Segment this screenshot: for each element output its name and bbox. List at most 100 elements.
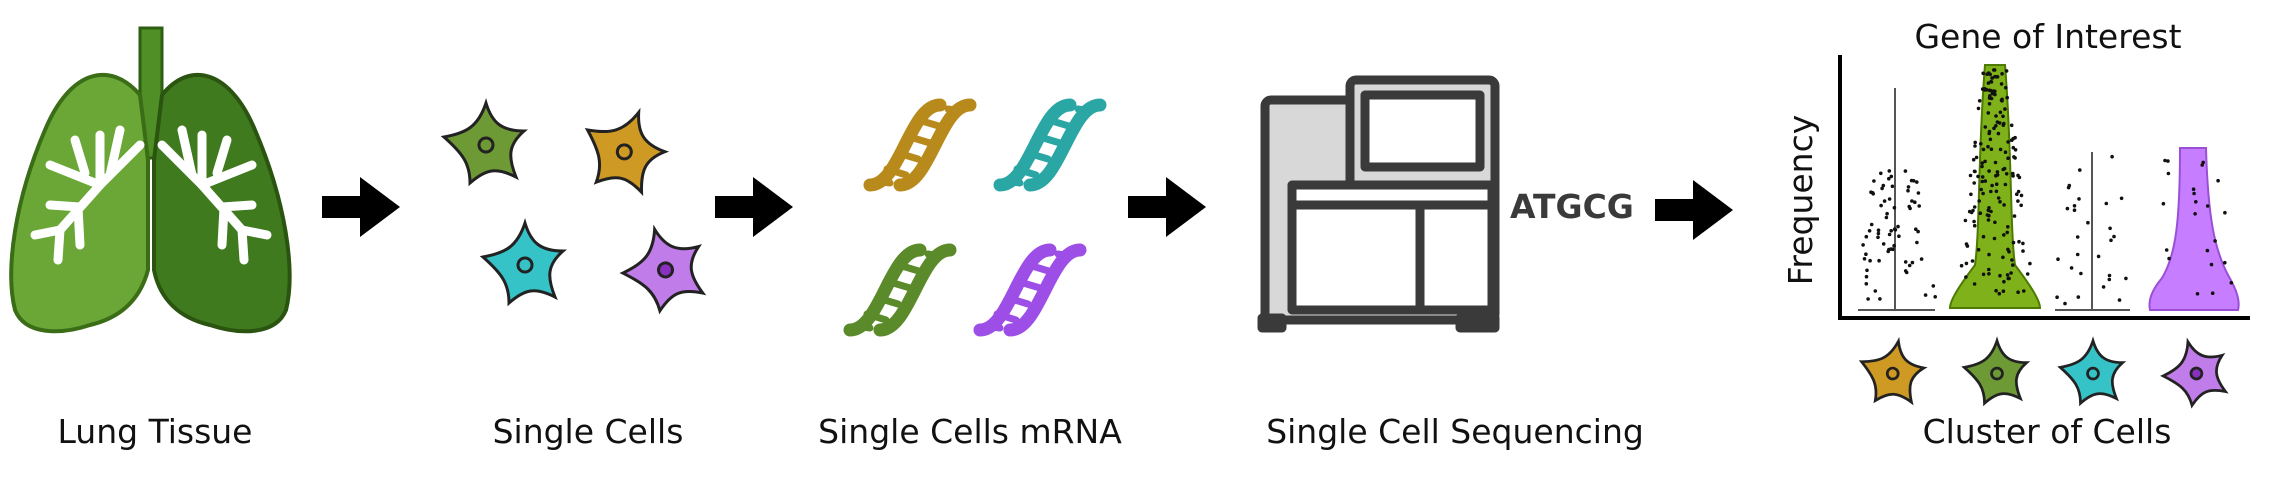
violin-dot: [2004, 69, 2009, 73]
violin-dot: [1867, 229, 1872, 233]
violin-dot: [1884, 215, 1889, 220]
violin-dot: [1994, 174, 1998, 178]
violin-plot: Gene of Interest Frequency: [1781, 17, 2250, 412]
violin-dot: [2028, 261, 2032, 266]
violin-dot: [2009, 123, 2014, 128]
violin-dot: [1864, 282, 1869, 286]
violin-dot: [1988, 88, 1993, 93]
violin-dot: [2166, 171, 2171, 176]
violin-dot: [1907, 204, 1911, 209]
violin-dot: [2016, 199, 2020, 203]
violin-dot: [1864, 252, 1868, 256]
violin-dot: [2017, 175, 2022, 180]
violin-dot: [1910, 260, 1915, 265]
violin-dot: [2078, 168, 2082, 172]
violin-dot: [1992, 236, 1997, 241]
violin-dot: [1995, 170, 2000, 174]
violin-dot: [2021, 249, 2025, 253]
violin-dot: [1965, 244, 1970, 248]
violin-dot: [1903, 169, 1908, 173]
violin-dot: [2019, 193, 2024, 198]
violin-dot: [2223, 260, 2227, 265]
violin-dot: [2015, 192, 2019, 196]
violin-dot: [1993, 220, 1997, 225]
violin-dot: [1992, 126, 1996, 131]
violin-dot: [1879, 203, 1883, 208]
violin-dot: [2209, 262, 2214, 267]
violin-dot: [1983, 87, 1987, 91]
violin-dot: [1986, 218, 1991, 222]
violin-dot: [1996, 196, 2001, 200]
violin-dot: [1906, 188, 1910, 193]
violin-dot: [2077, 197, 2081, 201]
mrna-group: [850, 105, 1100, 330]
violin-dot: [2164, 248, 2169, 252]
violin-dot: [2002, 233, 2006, 237]
violin-dot: [1865, 268, 1869, 273]
violin-dot: [2009, 271, 2013, 275]
violin-dot: [2069, 266, 2074, 270]
violin-dot: [1999, 98, 2004, 103]
violin-dot: [2012, 214, 2017, 218]
violin-dot: [2072, 204, 2077, 208]
violin-dot: [1987, 213, 1991, 218]
violin-dot: [2205, 248, 2210, 253]
violin-dot: [2192, 191, 2196, 196]
violin-dot: [1973, 144, 1977, 148]
violin-dot: [1897, 234, 1901, 238]
violin-dot: [1972, 219, 1976, 224]
violin-dot: [2006, 140, 2010, 144]
violin-dot: [2002, 203, 2006, 207]
violin-dot: [1981, 147, 1986, 152]
violin-dot: [1876, 228, 1881, 232]
violin-dot: [1880, 186, 1884, 191]
violin-dot: [1999, 82, 2004, 86]
violin-dot: [1959, 263, 1964, 268]
violin-dot: [1989, 189, 1993, 194]
violin-dot: [2001, 289, 2006, 294]
violin-dot: [1892, 227, 1897, 231]
violin-dot: [1990, 76, 1994, 80]
violin-dot: [1998, 200, 2002, 204]
violin-dot: [1988, 137, 1993, 142]
violin-dot: [2205, 204, 2210, 208]
violin-dot: [2006, 247, 2010, 252]
violin-dot: [1996, 131, 2001, 136]
violin-dot: [2013, 148, 2018, 152]
violin-dot: [1987, 169, 1991, 173]
violin-dot: [1980, 175, 1985, 179]
violin-dot: [2016, 189, 2021, 194]
lung-icon: [9, 26, 292, 334]
violin-dot: [1976, 106, 1981, 111]
violin-dot: [1877, 258, 1881, 263]
violin-dot: [1997, 291, 2002, 296]
violin-dot: [2001, 114, 2005, 119]
violin-dot: [1980, 179, 1985, 184]
cell-icon: [1853, 334, 1929, 410]
violin-dot: [1994, 75, 1999, 79]
violin-dot: [2016, 290, 2020, 295]
violin-dot: [1885, 211, 1889, 216]
violin-dot: [1881, 183, 1886, 188]
violin-dot: [2066, 185, 2071, 190]
violin-dot: [1978, 211, 1983, 215]
violin-dot: [2002, 166, 2007, 171]
violin-dot: [2022, 289, 2026, 293]
violin-dot: [2124, 276, 2128, 281]
violin-dot: [1995, 120, 2000, 124]
violin-dot: [2013, 135, 2017, 140]
violin-dot: [2216, 178, 2220, 183]
violin-dot: [2110, 154, 2114, 159]
violin-dot: [1973, 140, 1977, 145]
violin-dot: [1969, 192, 1973, 197]
violin-dot: [1986, 111, 1991, 115]
step-label-lung-tissue: Lung Tissue: [58, 412, 253, 451]
violin-dot: [1972, 282, 1977, 286]
violin-dot: [1989, 209, 1993, 214]
violin-dot: [1989, 147, 1994, 151]
violin-dot: [2193, 212, 2197, 216]
violin-dot: [1972, 205, 1977, 209]
violin-dot: [2112, 234, 2116, 239]
violin-dot: [1972, 223, 1977, 228]
violin-dot: [2194, 200, 2198, 204]
